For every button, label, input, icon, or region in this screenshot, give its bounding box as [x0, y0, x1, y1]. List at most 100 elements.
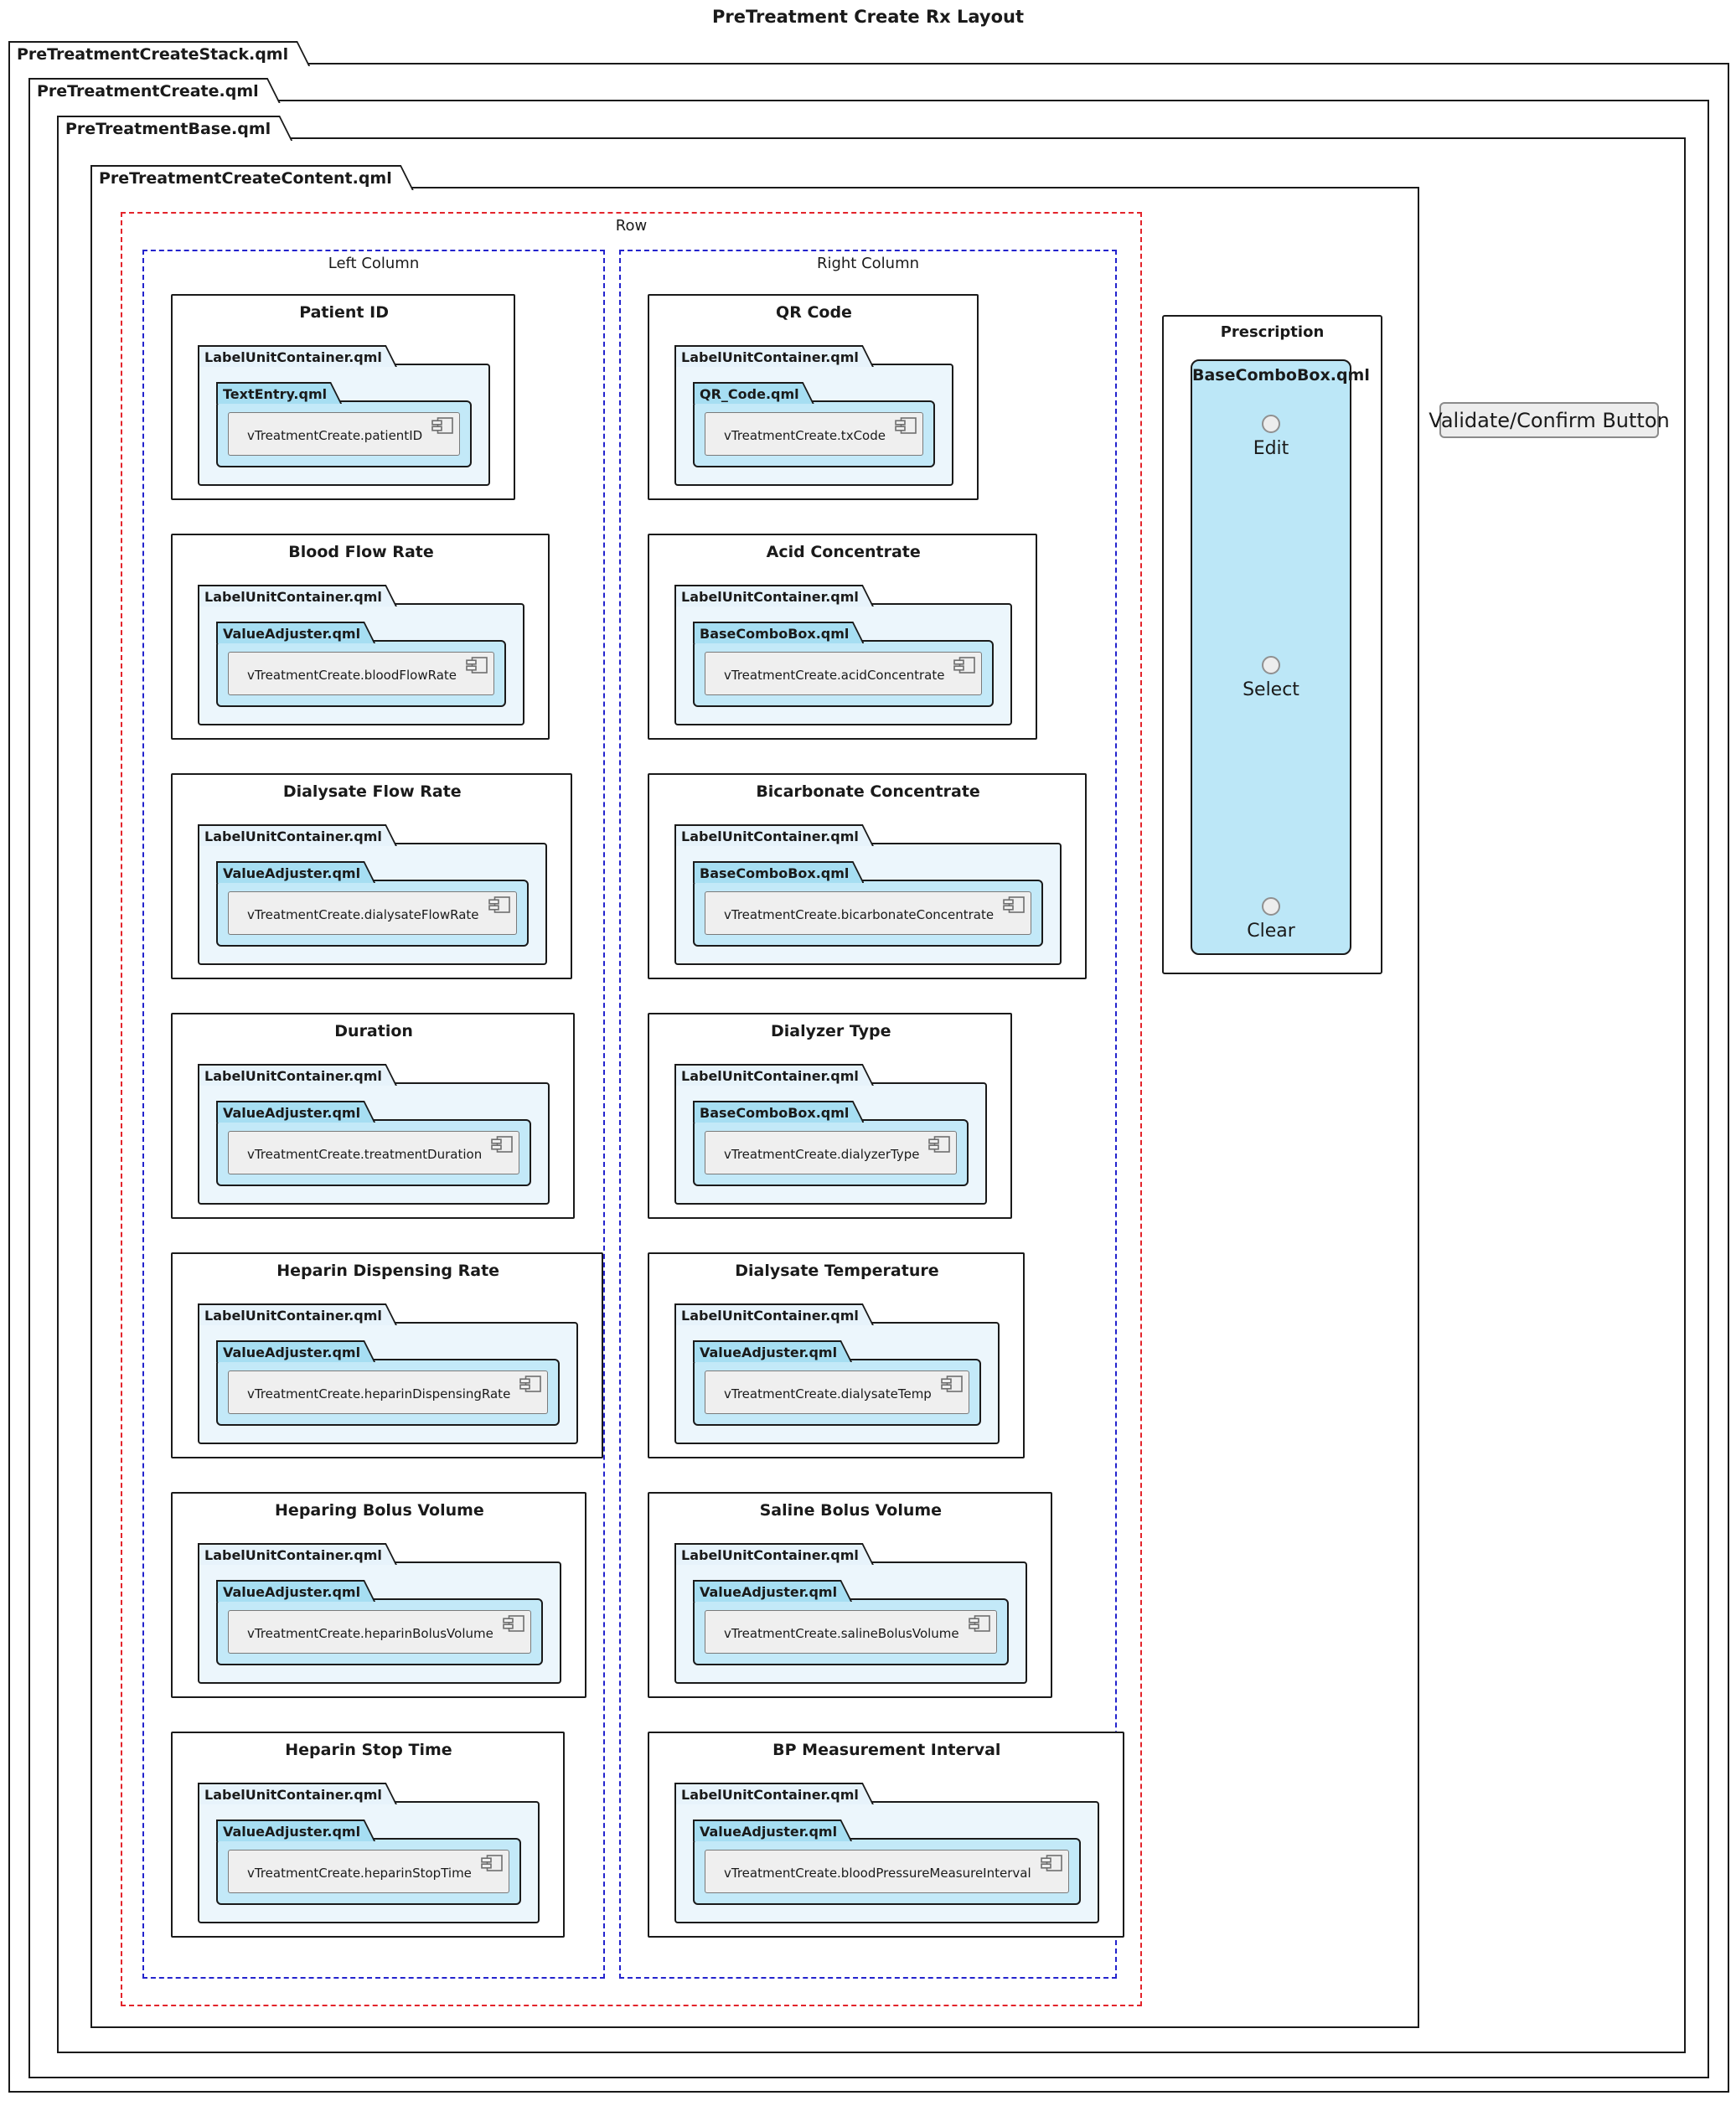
container-tab-label: LabelUnitContainer.qml — [676, 1066, 872, 1086]
field-box: Dialyzer Type LabelUnitContainer.qml Bas… — [648, 1013, 1013, 1219]
prescription-box: Prescription BaseComboBox.qml Edit Selec… — [1162, 315, 1382, 974]
component-label: vTreatmentCreate.dialysateFlowRate — [247, 907, 479, 922]
frame-tab-content: PreTreatmentCreateContent.qml — [90, 165, 414, 190]
uml-component-icon — [1040, 1855, 1062, 1871]
validate-confirm-button: Validate/Confirm Button — [1429, 402, 1670, 438]
widget-tab-label: ValueAdjuster.qml — [695, 1821, 850, 1841]
label-unit-container-frame: LabelUnitContainer.qml ValueAdjuster.qml… — [674, 1801, 1099, 1923]
widget-tab: ValueAdjuster.qml — [216, 1340, 375, 1362]
frame-tab-create-label: PreTreatmentCreate.qml — [30, 80, 279, 103]
widget-frame: BaseComboBox.qml vTreatmentCreate.bicarb… — [693, 880, 1044, 947]
component-label: vTreatmentCreate.bloodFlowRate — [247, 668, 457, 683]
widget-tab: BaseComboBox.qml — [693, 861, 864, 883]
container-tab-label: LabelUnitContainer.qml — [199, 1305, 395, 1325]
widget-tab: ValueAdjuster.qml — [216, 1580, 375, 1602]
widget-frame: ValueAdjuster.qml vTreatmentCreate.hepar… — [216, 1359, 561, 1426]
field-title: Dialyzer Type — [770, 1022, 891, 1040]
component-label: vTreatmentCreate.dialysateTemp — [724, 1386, 932, 1401]
column-right-fields: QR Code LabelUnitContainer.qml QR_Code.q… — [648, 294, 1124, 1938]
component-label: vTreatmentCreate.acidConcentrate — [724, 668, 945, 683]
field-title: QR Code — [776, 303, 852, 322]
widget-tab: ValueAdjuster.qml — [216, 1820, 375, 1841]
frame-tab-stack: PreTreatmentCreateStack.qml — [8, 41, 310, 66]
label-unit-container-frame: LabelUnitContainer.qml ValueAdjuster.qml… — [198, 1801, 540, 1923]
field-box: BP Measurement Interval LabelUnitContain… — [648, 1732, 1124, 1938]
container-tab-label: LabelUnitContainer.qml — [676, 826, 872, 846]
component-box: vTreatmentCreate.heparinDispensingRate — [228, 1370, 549, 1414]
field-title: Heparing Bolus Volume — [275, 1501, 484, 1520]
field-title: Dialysate Temperature — [735, 1262, 939, 1280]
option-circle-icon — [1262, 656, 1280, 674]
frame-pretreatment-create: PreTreatmentCreate.qml PreTreatmentBase.… — [28, 100, 1709, 2078]
uml-component-icon — [491, 1136, 514, 1153]
widget-frame: ValueAdjuster.qml vTreatmentCreate.dialy… — [216, 880, 529, 947]
widget-tab-label: TextEntry.qml — [218, 384, 340, 404]
component-label: vTreatmentCreate.patientID — [247, 428, 423, 443]
column-left-label: Left Column — [328, 255, 420, 272]
component-box: vTreatmentCreate.salineBolusVolume — [705, 1610, 997, 1654]
label-unit-container-frame: LabelUnitContainer.qml ValueAdjuster.qml… — [198, 843, 547, 965]
column-right: Right Column QR Code LabelUnitContainer.… — [619, 250, 1124, 1979]
combo-option-label: Edit — [1253, 438, 1289, 459]
widget-tab: ValueAdjuster.qml — [216, 622, 375, 643]
field-box: Saline Bolus Volume LabelUnitContainer.q… — [648, 1492, 1052, 1698]
option-circle-icon — [1261, 415, 1280, 433]
component-label: vTreatmentCreate.bicarbonateConcentrate — [724, 907, 995, 922]
frame-tab-create: PreTreatmentCreate.qml — [28, 78, 281, 103]
component-box: vTreatmentCreate.bloodFlowRate — [228, 652, 495, 695]
component-label: vTreatmentCreate.salineBolusVolume — [724, 1626, 959, 1641]
component-box: vTreatmentCreate.acidConcentrate — [705, 652, 983, 695]
widget-tab: ValueAdjuster.qml — [693, 1820, 852, 1841]
label-unit-container-frame: LabelUnitContainer.qml ValueAdjuster.qml… — [198, 603, 525, 725]
column-left: Left Column Patient ID LabelUnitContaine… — [142, 250, 605, 1979]
container-tab-label: LabelUnitContainer.qml — [199, 1066, 395, 1086]
row-label: Row — [615, 217, 648, 235]
widget-tab-label: QR_Code.qml — [695, 384, 813, 404]
frame-pretreatment-base: PreTreatmentBase.qml PreTreatmentCreateC… — [57, 137, 1686, 2053]
container-tab: LabelUnitContainer.qml — [674, 824, 874, 846]
field-box: Dialysate Flow Rate LabelUnitContainer.q… — [171, 773, 572, 979]
widget-tab-label: ValueAdjuster.qml — [695, 1342, 850, 1362]
widget-frame: ValueAdjuster.qml vTreatmentCreate.treat… — [216, 1119, 532, 1186]
uml-component-icon — [895, 417, 917, 434]
widget-frame: BaseComboBox.qml vTreatmentCreate.acidCo… — [693, 640, 995, 707]
widget-tab: BaseComboBox.qml — [693, 1101, 864, 1123]
widget-tab-label: BaseComboBox.qml — [695, 863, 862, 883]
container-tab: LabelUnitContainer.qml — [674, 345, 874, 367]
widget-tab-label: ValueAdjuster.qml — [218, 1582, 374, 1602]
component-box: vTreatmentCreate.dialysateFlowRate — [228, 891, 517, 935]
field-box: Heparing Bolus Volume LabelUnitContainer… — [171, 1492, 586, 1698]
container-tab-label: LabelUnitContainer.qml — [199, 586, 395, 607]
widget-frame: QR_Code.qml vTreatmentCreate.txCode — [693, 400, 935, 467]
container-tab-label: LabelUnitContainer.qml — [676, 586, 872, 607]
container-tab-label: LabelUnitContainer.qml — [676, 1305, 872, 1325]
container-tab: LabelUnitContainer.qml — [198, 1064, 397, 1086]
field-box: Acid Concentrate LabelUnitContainer.qml … — [648, 534, 1038, 740]
label-unit-container-frame: LabelUnitContainer.qml ValueAdjuster.qml… — [674, 1561, 1027, 1684]
widget-frame: ValueAdjuster.qml vTreatmentCreate.dialy… — [693, 1359, 981, 1426]
page-title: PreTreatment Create Rx Layout — [711, 7, 1025, 27]
label-unit-container-frame: LabelUnitContainer.qml ValueAdjuster.qml… — [198, 1322, 579, 1444]
container-tab: LabelUnitContainer.qml — [198, 585, 397, 607]
field-title: Acid Concentrate — [766, 543, 921, 561]
field-title: Heparin Stop Time — [285, 1741, 452, 1759]
container-tab: LabelUnitContainer.qml — [198, 1543, 397, 1565]
combo-option: Select — [1243, 656, 1299, 700]
widget-tab-label: ValueAdjuster.qml — [218, 1102, 374, 1123]
combo-option: Edit — [1253, 415, 1289, 459]
container-tab: LabelUnitContainer.qml — [674, 1064, 874, 1086]
field-title: Heparin Dispensing Rate — [276, 1262, 500, 1280]
field-title: Dialysate Flow Rate — [282, 782, 462, 801]
field-box: Dialysate Temperature LabelUnitContainer… — [648, 1252, 1025, 1458]
widget-frame: ValueAdjuster.qml vTreatmentCreate.hepar… — [216, 1598, 543, 1665]
frame-pretreatment-create-stack: PreTreatmentCreateStack.qml PreTreatment… — [8, 63, 1729, 2093]
field-title: Saline Bolus Volume — [759, 1501, 943, 1520]
uml-component-icon — [503, 1615, 524, 1632]
widget-frame: ValueAdjuster.qml vTreatmentCreate.salin… — [693, 1598, 1009, 1665]
widget-tab: ValueAdjuster.qml — [216, 861, 375, 883]
option-circle-icon — [1261, 897, 1280, 916]
container-tab-label: LabelUnitContainer.qml — [199, 1784, 395, 1804]
widget-tab: TextEntry.qml — [216, 382, 342, 404]
row-container: Row Left Column Patient ID LabelUnitCont… — [121, 212, 1142, 2006]
uml-component-icon — [968, 1615, 990, 1632]
